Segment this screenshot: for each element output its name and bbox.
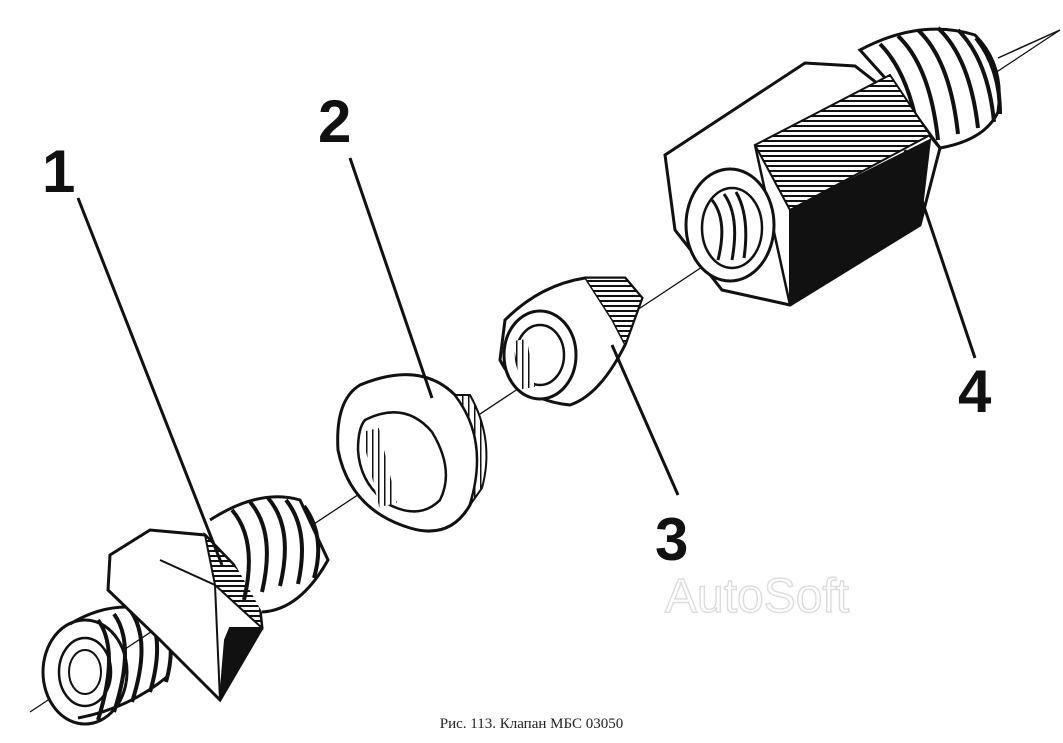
part-1-lower-thread (41, 605, 173, 726)
callout-3: 3 (655, 506, 688, 573)
callout-1: 1 (42, 138, 75, 205)
part-4-union-nut (663, 26, 1061, 307)
callout-4: 4 (958, 358, 992, 425)
part-1-union-fitting (41, 495, 330, 726)
callout-2: 2 (318, 88, 351, 155)
part-1-upper-thread (209, 495, 330, 614)
watermark-text: AutoSoft (665, 570, 849, 623)
leader-line-3 (610, 344, 680, 496)
part-4-hex-body (663, 61, 942, 307)
leader-line-1 (76, 197, 224, 566)
leader-line-2 (348, 157, 434, 399)
part-2-washer (336, 373, 488, 533)
part-4-thread (857, 26, 1061, 150)
figure-caption: Рис. 113. Клапан МБС 03050 (439, 716, 624, 732)
leader-line-4 (903, 149, 977, 359)
part-3-ferrule (498, 276, 644, 407)
